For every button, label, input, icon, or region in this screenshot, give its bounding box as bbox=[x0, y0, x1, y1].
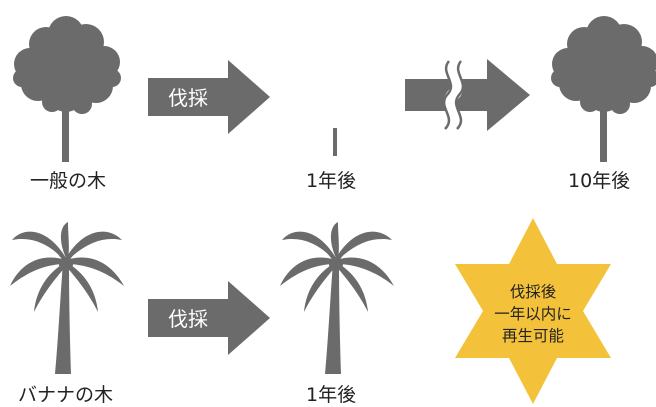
cut-label-row1: 伐採 bbox=[168, 86, 208, 110]
star-shape bbox=[455, 218, 611, 404]
regrown-caption-10y: 10年後 bbox=[568, 170, 631, 192]
regrown-caption-1y: 1年後 bbox=[306, 384, 357, 406]
broadleaf-tree-icon bbox=[13, 16, 121, 162]
star-line-3: 再生可能 bbox=[501, 327, 564, 345]
cut-arrow-row2: 伐採 bbox=[148, 281, 270, 355]
star-line-2: 一年以内に bbox=[494, 305, 572, 323]
cut-label-row2: 伐採 bbox=[168, 307, 208, 331]
cut-arrow-row1: 伐採 bbox=[148, 60, 270, 134]
stump-icon bbox=[333, 128, 337, 156]
tree-caption-ordinary: 一般の木 bbox=[30, 170, 107, 192]
long-time-arrow bbox=[405, 56, 530, 134]
regrown-broadleaf-tree-icon bbox=[551, 16, 656, 162]
tree-caption-banana: バナナの木 bbox=[18, 384, 114, 406]
regrowth-star-badge: 伐採後 一年以内に 再生可能 bbox=[449, 218, 617, 404]
banana-tree-icon bbox=[10, 222, 124, 374]
stump-caption: 1年後 bbox=[306, 170, 357, 192]
regrown-banana-tree-icon bbox=[280, 222, 394, 374]
star-line-1: 伐採後 bbox=[509, 283, 557, 301]
